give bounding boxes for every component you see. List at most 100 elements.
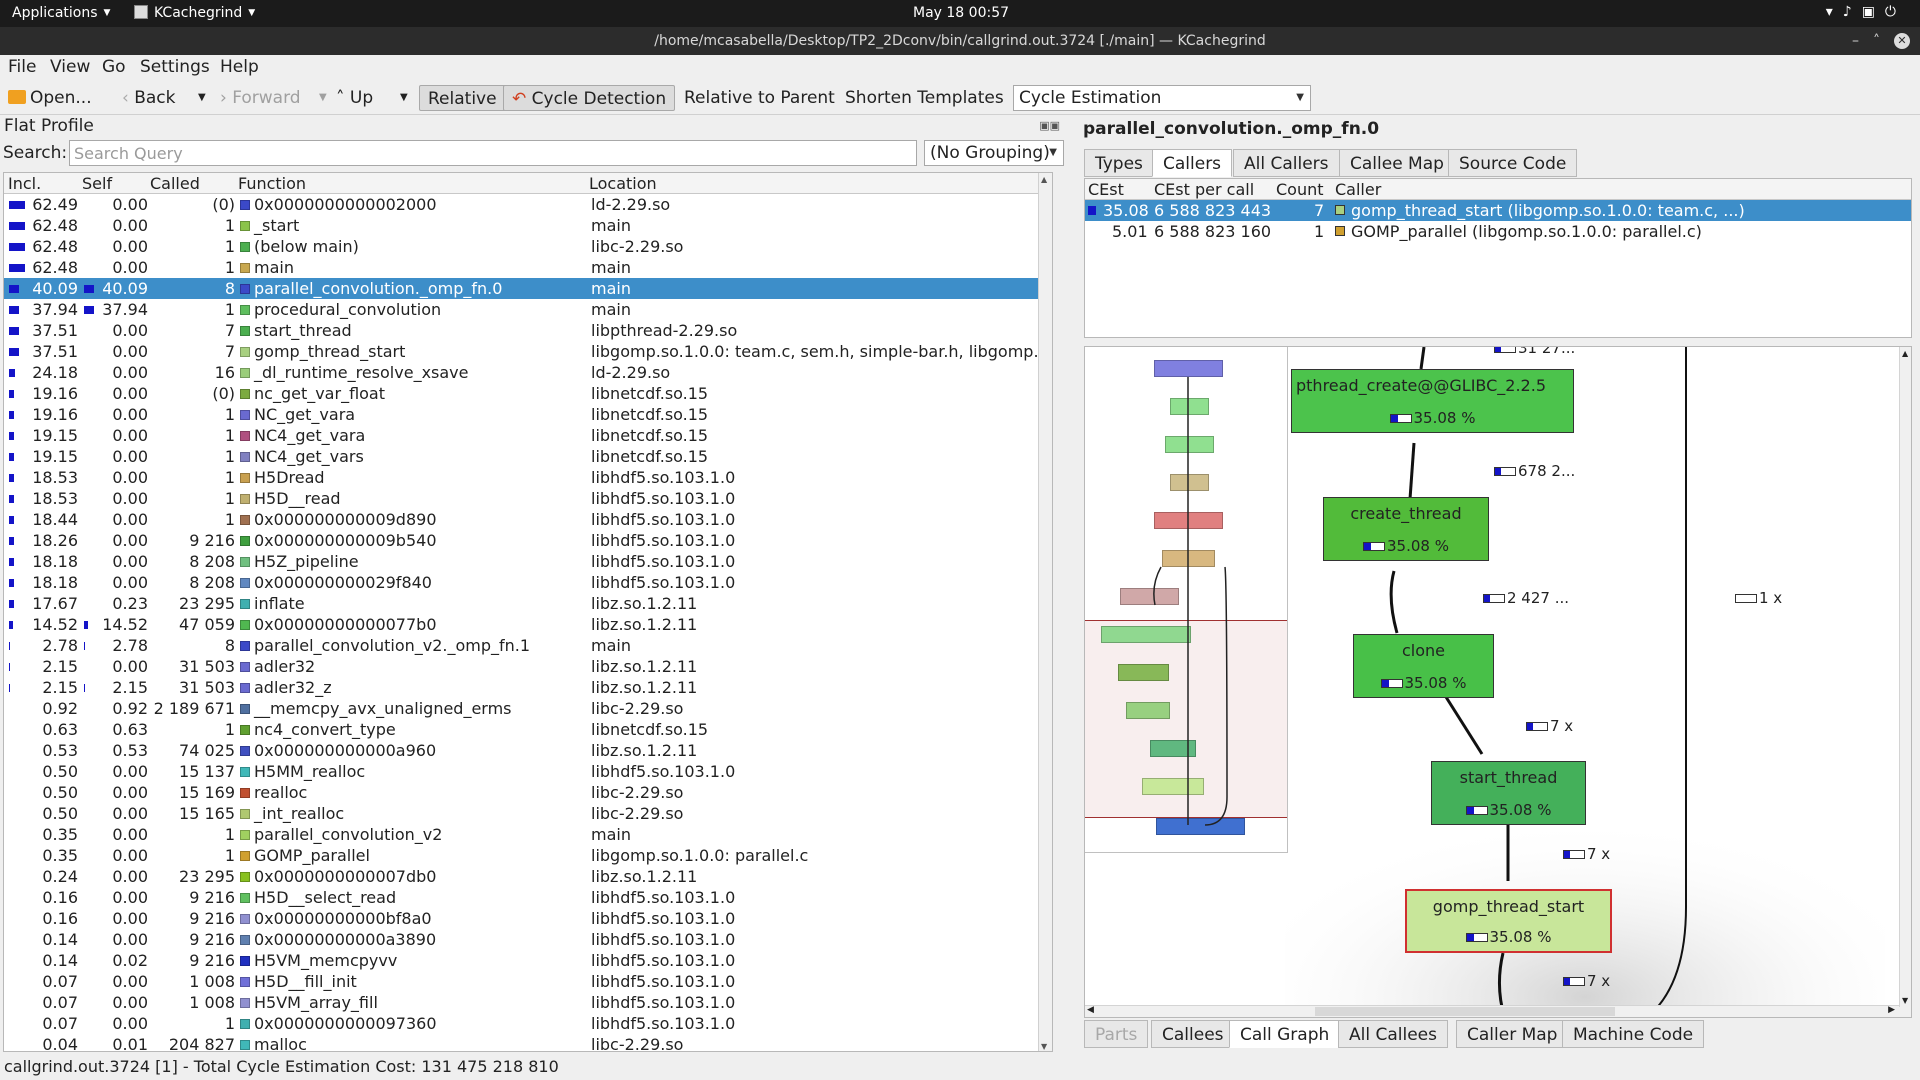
column-called[interactable]: Called: [150, 174, 200, 193]
system-tray[interactable]: ▾♪▣⏻: [1826, 4, 1906, 20]
column-cest-per-call[interactable]: CEst per call: [1154, 180, 1255, 199]
scroll-down-icon[interactable]: ▼: [1902, 996, 1909, 1005]
graph-horizontal-scrollbar[interactable]: ◀ ▶: [1085, 1005, 1911, 1017]
tab-callers[interactable]: Callers: [1152, 149, 1233, 177]
column-incl[interactable]: Incl.: [8, 174, 42, 193]
scroll-down-icon[interactable]: ▼: [1041, 1042, 1048, 1051]
flat-profile-table[interactable]: Incl. Self Called Function Location 62.4…: [3, 172, 1053, 1052]
column-function[interactable]: Function: [238, 174, 307, 193]
dock-float-icon[interactable]: ▣▣: [1039, 119, 1060, 132]
forward-button[interactable]: › Forward: [220, 85, 301, 111]
column-self[interactable]: Self: [82, 174, 113, 193]
tab-all-callers[interactable]: All Callers: [1233, 149, 1340, 177]
graph-node-gomp-thread-start[interactable]: gomp_thread_start 35.08 %: [1405, 889, 1612, 953]
column-count[interactable]: Count: [1276, 180, 1324, 199]
scroll-right-icon[interactable]: ▶: [1888, 1005, 1895, 1015]
up-dropdown[interactable]: ▼: [400, 92, 408, 103]
callers-list[interactable]: CEst CEst per call Count Caller 35.08 6 …: [1084, 178, 1912, 338]
cycle-detection-toggle[interactable]: ↶ Cycle Detection: [503, 85, 676, 111]
tab-machine-code[interactable]: Machine Code: [1562, 1020, 1705, 1048]
clipboard-icon[interactable]: ▣: [1861, 4, 1885, 20]
event-type-select[interactable]: Cycle Estimation▼: [1013, 85, 1311, 111]
menu-settings[interactable]: Settings: [140, 57, 210, 77]
back-button[interactable]: ‹ Back: [122, 85, 175, 111]
graph-node-create-thread[interactable]: create_thread 35.08 %: [1323, 497, 1489, 561]
graph-node-pthread-create[interactable]: pthread_create@@GLIBC_2.2.5 35.08 %: [1291, 369, 1574, 433]
birdseye-overview[interactable]: [1085, 347, 1288, 853]
tab-callee-map[interactable]: Callee Map: [1339, 149, 1455, 177]
relative-toggle[interactable]: Relative: [419, 85, 506, 111]
search-input[interactable]: [69, 140, 917, 166]
scroll-left-icon[interactable]: ◀: [1087, 1005, 1094, 1015]
column-cest[interactable]: CEst: [1088, 180, 1124, 199]
scroll-up-icon[interactable]: ▲: [1902, 349, 1909, 358]
forward-history-dropdown[interactable]: ▼: [319, 92, 327, 103]
back-history-dropdown[interactable]: ▼: [198, 92, 206, 103]
scrollbar-thumb[interactable]: [1041, 513, 1050, 523]
table-scrollbar[interactable]: ▲ ▼: [1038, 173, 1052, 1051]
grouping-select[interactable]: (No Grouping)▼: [924, 140, 1064, 166]
column-caller[interactable]: Caller: [1335, 180, 1382, 199]
wifi-icon[interactable]: ▾: [1825, 4, 1843, 20]
scroll-up-icon[interactable]: ▲: [1041, 175, 1048, 184]
clock[interactable]: May 18 00:57: [913, 5, 1010, 21]
minimize-icon[interactable]: –: [1852, 33, 1873, 49]
close-icon[interactable]: ✕: [1894, 33, 1910, 49]
menu-help[interactable]: Help: [220, 57, 259, 77]
applications-menu[interactable]: Applications▼: [12, 5, 110, 21]
tab-source-code[interactable]: Source Code: [1448, 149, 1578, 177]
graph-vertical-scrollbar[interactable]: ▲ ▼: [1899, 347, 1911, 1007]
menu-file[interactable]: File: [8, 57, 37, 77]
open-button[interactable]: Open...: [8, 85, 92, 111]
up-button[interactable]: ˄ Up: [336, 85, 373, 111]
caller-row[interactable]: 5.01 6 588 823 160 1 GOMP_parallel (libg…: [1085, 221, 1911, 242]
graph-node-clone[interactable]: clone 35.08 %: [1353, 634, 1494, 698]
scrollbar-thumb[interactable]: [1315, 1007, 1615, 1016]
tab-types[interactable]: Types: [1084, 149, 1154, 177]
active-app-menu[interactable]: KCachegrind▼: [134, 5, 255, 21]
menu-view[interactable]: View: [50, 57, 91, 77]
power-icon[interactable]: ⏻: [1884, 4, 1906, 20]
shorten-templates-toggle[interactable]: Shorten Templates: [845, 88, 1004, 108]
tab-all-callees[interactable]: All Callees: [1338, 1020, 1448, 1048]
tab-call-graph[interactable]: Call Graph: [1229, 1020, 1341, 1048]
